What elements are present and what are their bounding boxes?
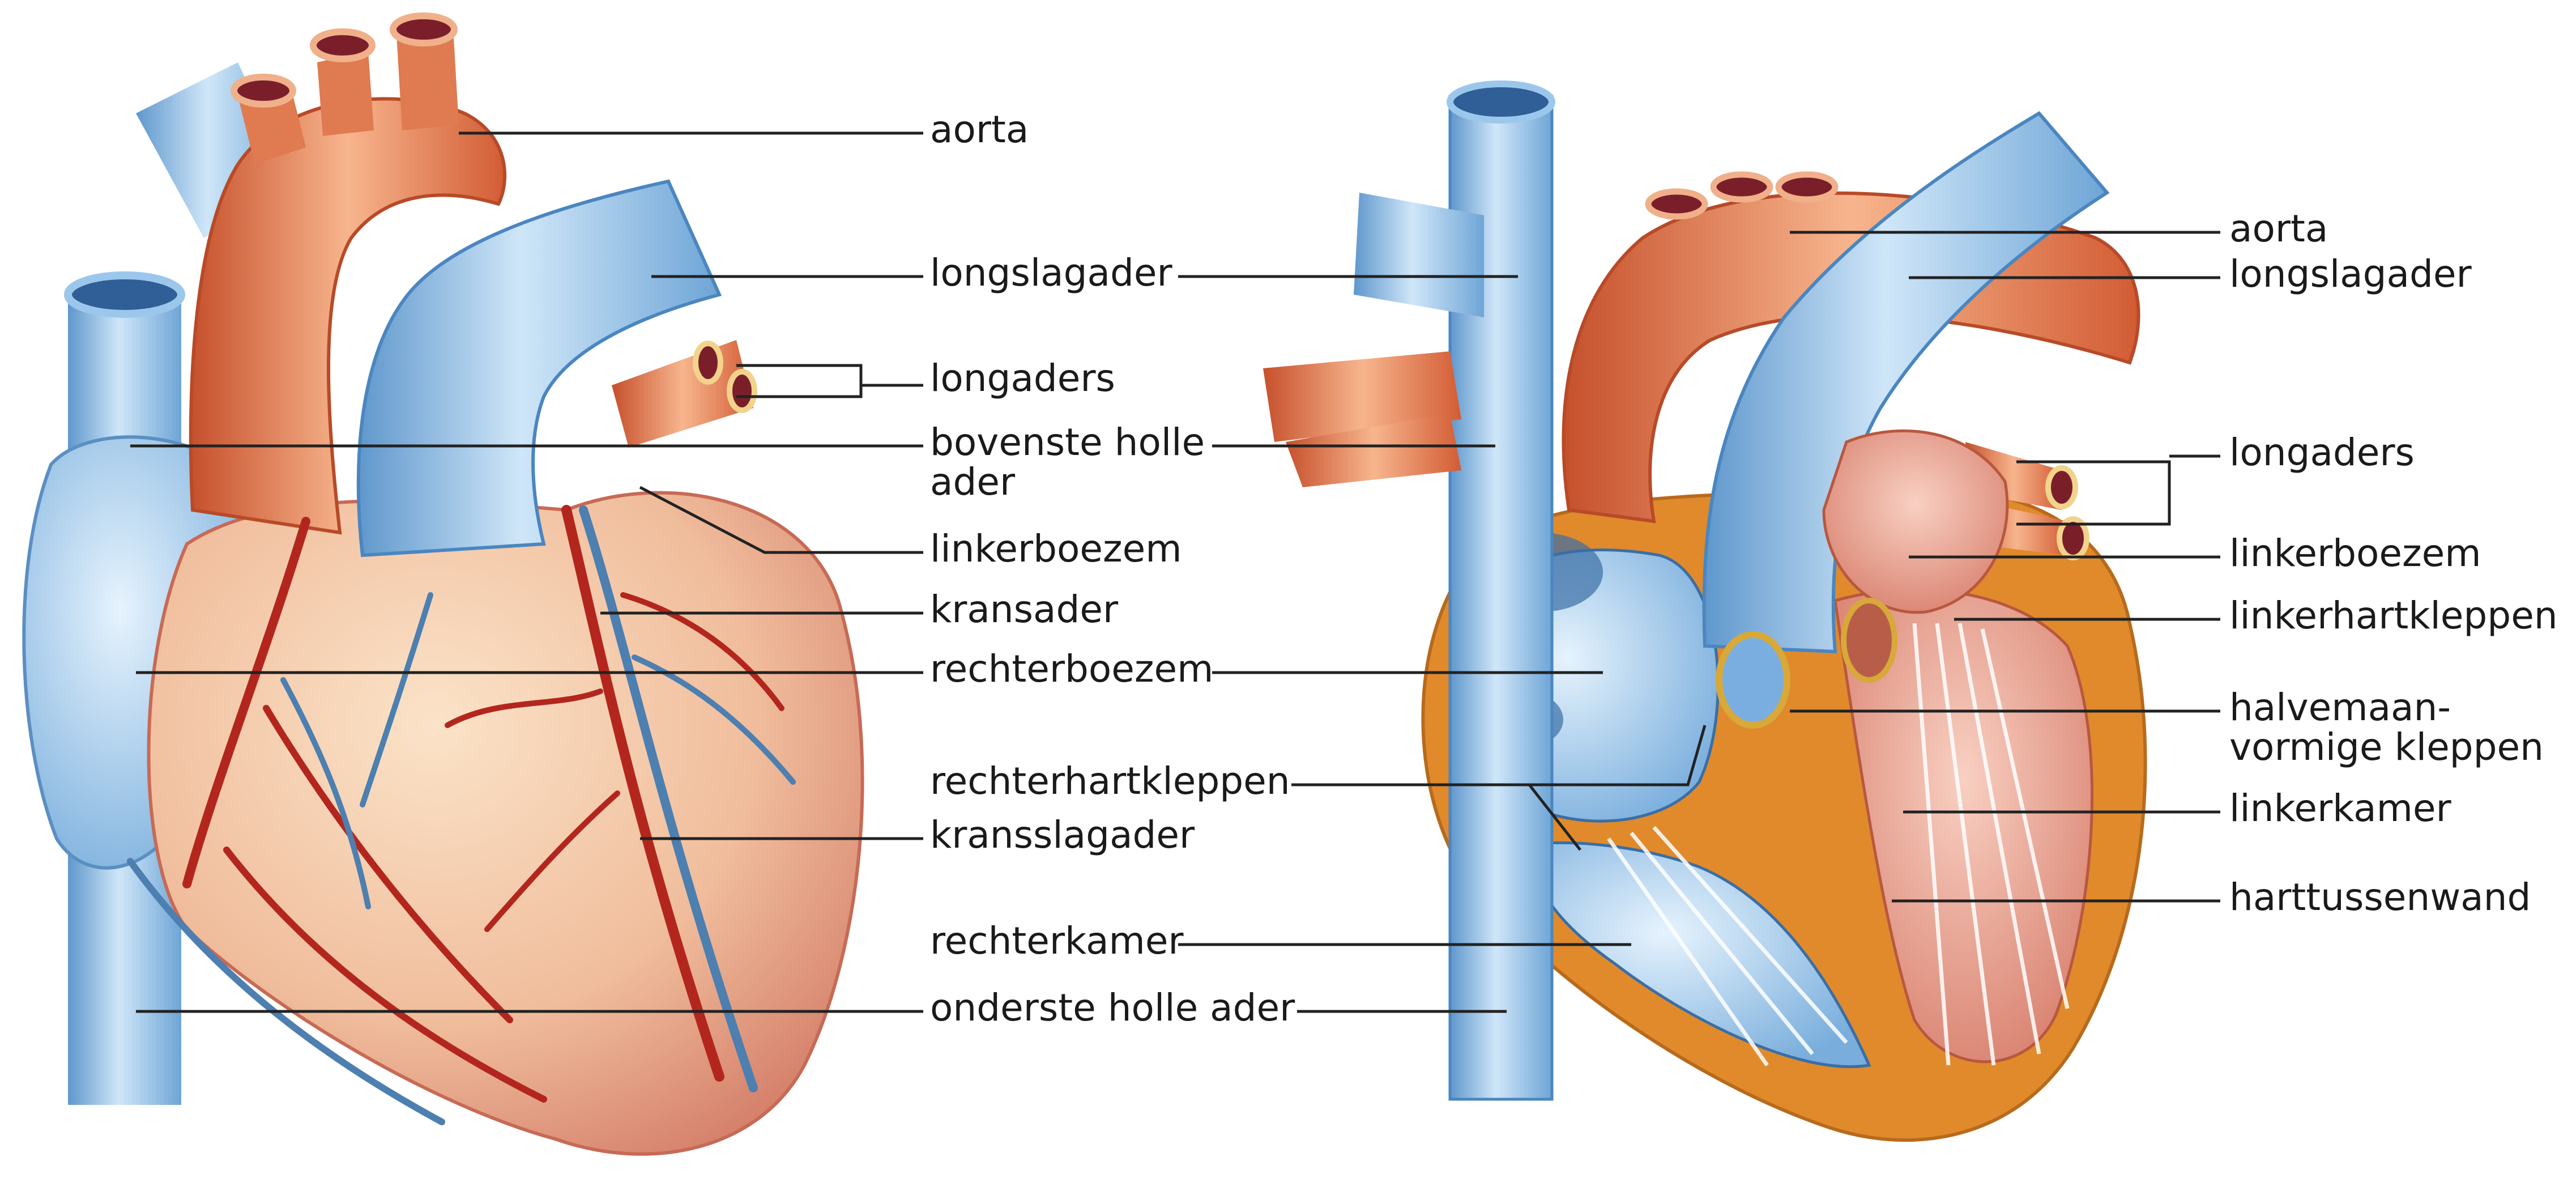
- label-rechterhartkleppen: rechterhartkleppen: [930, 761, 1290, 802]
- label-longslagader-right: longslagader: [2229, 254, 2472, 295]
- label-harttussenwand: harttussenwand: [2229, 877, 2531, 918]
- label-bovenste-holle: bovenste holle: [930, 422, 1205, 463]
- label-longslagader-left: longslagader: [930, 253, 1172, 294]
- label-linkerhartkleppen: linkerhartkleppen: [2229, 596, 2558, 636]
- label-linkerboezem-right: linkerboezem: [2229, 533, 2481, 574]
- label-linkerboezem-left: linkerboezem: [930, 529, 1182, 569]
- label-longaders-right: longaders: [2229, 432, 2415, 473]
- right-heart-section: [1263, 84, 2146, 1140]
- label-vormige-kleppen: vormige kleppen: [2229, 727, 2544, 768]
- label-rechterboezem: rechterboezem: [930, 649, 1213, 690]
- label-ader: ader: [930, 462, 1015, 503]
- label-aorta-right: aorta: [2229, 209, 2328, 249]
- label-rechterkamer: rechterkamer: [930, 921, 1184, 962]
- left-heart-exterior: [24, 16, 862, 1154]
- label-longaders-left: longaders: [930, 358, 1115, 399]
- label-aorta-left: aorta: [930, 109, 1029, 150]
- label-linkerkamer: linkerkamer: [2229, 788, 2451, 829]
- label-halvemaan: halvemaan-: [2229, 687, 2451, 728]
- label-kransslagader: kransslagader: [930, 815, 1195, 856]
- label-kransader: kransader: [930, 589, 1118, 630]
- label-onderste-holle-ader: onderste holle ader: [930, 988, 1295, 1028]
